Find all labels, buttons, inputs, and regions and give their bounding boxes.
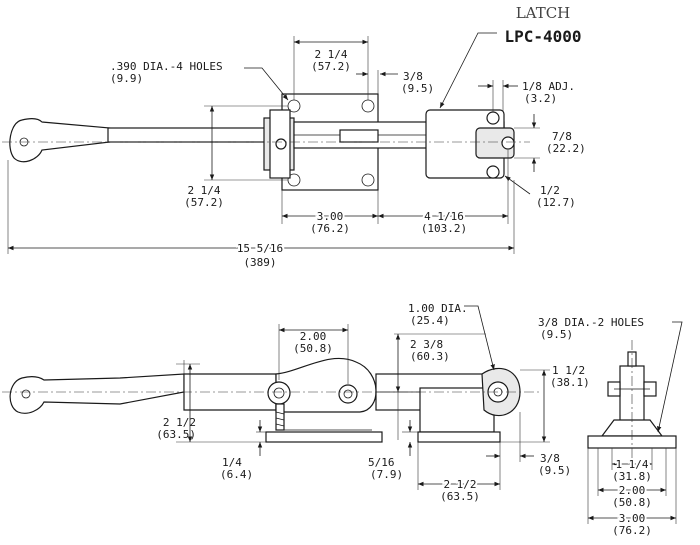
top-dim-4-1-16-mm: (103.2) [421,222,467,235]
side-view: 1.00 DIA. (25.4) 2.00 (50.8) 2 3/8 (60.3… [2,302,590,503]
top-dim-3-00-mm: (76.2) [310,222,350,235]
side-dim-2-1-2-left-mm: (63.5) [156,428,196,441]
title-block: LATCH LPC-4000 [439,4,582,109]
top-holes-note-mm: (9.9) [110,72,143,85]
top-dim-half-mm: (12.7) [536,196,576,209]
top-latch-roller-bottom [486,165,500,179]
side-latch-housing [419,387,495,433]
top-handle-grip [9,118,111,163]
side-dim-5-16-mm: (7.9) [370,468,403,481]
side-link [275,357,377,413]
side-dim-2-3-8: 2 3/8 [410,338,443,351]
end-dim-2-00: 2.00 [619,484,646,497]
top-dim-half: 1/2 [540,184,560,197]
top-dim-width: 2 1/4 [314,48,347,61]
top-dim-7-8: 7/8 [552,130,572,143]
side-dim-2-00: 2.00 [300,330,327,343]
side-dim-1-4-mm: (6.4) [220,468,253,481]
side-dim-2-1-2-bottom-mm: (63.5) [440,490,480,503]
end-dim-1-1-4-mm: (31.8) [612,470,652,483]
top-handle-shaft [107,127,269,143]
top-dim-width-mm: (57.2) [311,60,351,73]
side-pivot-right [338,384,358,404]
top-latch-pin [501,136,515,150]
top-hole-4 [361,173,375,187]
side-pivot-left [267,381,291,405]
side-dim-1-1-2-mm: (38.1) [550,376,590,389]
title-model: LPC-4000 [504,27,581,46]
end-holes-note: 3/8 DIA.-2 HOLES [538,316,644,329]
top-dim-3-8-mm: (9.5) [401,82,434,95]
side-dim-2-00-mm: (50.8) [293,342,333,355]
side-dia-note: 1.00 DIA. [408,302,468,315]
side-dim-2-1-2-bottom: 2 1/2 [443,478,476,491]
top-holes-note: .390 DIA.-4 HOLES [110,60,223,73]
side-handle [9,373,185,414]
end-dim-3-00-mm: (76.2) [612,524,652,537]
side-dim-3-8: 3/8 [540,452,560,465]
end-dim-1-1-4: 1 1/4 [615,458,648,471]
end-view: 3/8 DIA.-2 HOLES (9.5) 1 1/4 (31.8) 2.00… [538,316,683,537]
top-dim-overall-mm: (389) [243,256,276,269]
top-pivot [275,138,287,150]
title-latch: LATCH [516,4,571,22]
top-dim-overall: 15 5/16 [237,242,283,255]
side-dia-note-mm: (25.4) [410,314,450,327]
side-dim-2-1-2-left: 2 1/2 [163,416,196,429]
top-dim-height: 2 1/4 [187,184,220,197]
side-dim-1-4: 1/4 [222,456,242,469]
top-view: .390 DIA.-4 HOLES (9.9) 2 1/4 (57.2) 3/8… [2,36,586,269]
side-dim-1-1-2: 1 1/2 [552,364,585,377]
end-dim-3-00: 3.00 [619,512,646,525]
side-handle-pivot [21,389,31,399]
side-base-right [417,431,501,443]
side-dim-2-3-8-mm: (60.3) [410,350,450,363]
side-dim-5-16: 5/16 [368,456,395,469]
end-dim-2-00-mm: (50.8) [612,496,652,509]
top-dim-adj: 1/8 ADJ. [522,80,575,93]
top-dim-3-8: 3/8 [403,70,423,83]
top-dim-adj-mm: (3.2) [524,92,557,105]
top-dim-3-00: 3.00 [317,210,344,223]
top-latch-roller-top [486,111,500,125]
top-dim-4-1-16: 4 1/16 [424,210,464,223]
side-base-left [265,431,383,443]
top-dim-7-8-mm: (22.2) [546,142,586,155]
title-leader [439,32,497,109]
side-dim-3-8-mm: (9.5) [538,464,571,477]
top-dim-height-mm: (57.2) [184,196,224,209]
top-collar [339,129,379,143]
end-holes-note-mm: (9.5) [540,328,573,341]
